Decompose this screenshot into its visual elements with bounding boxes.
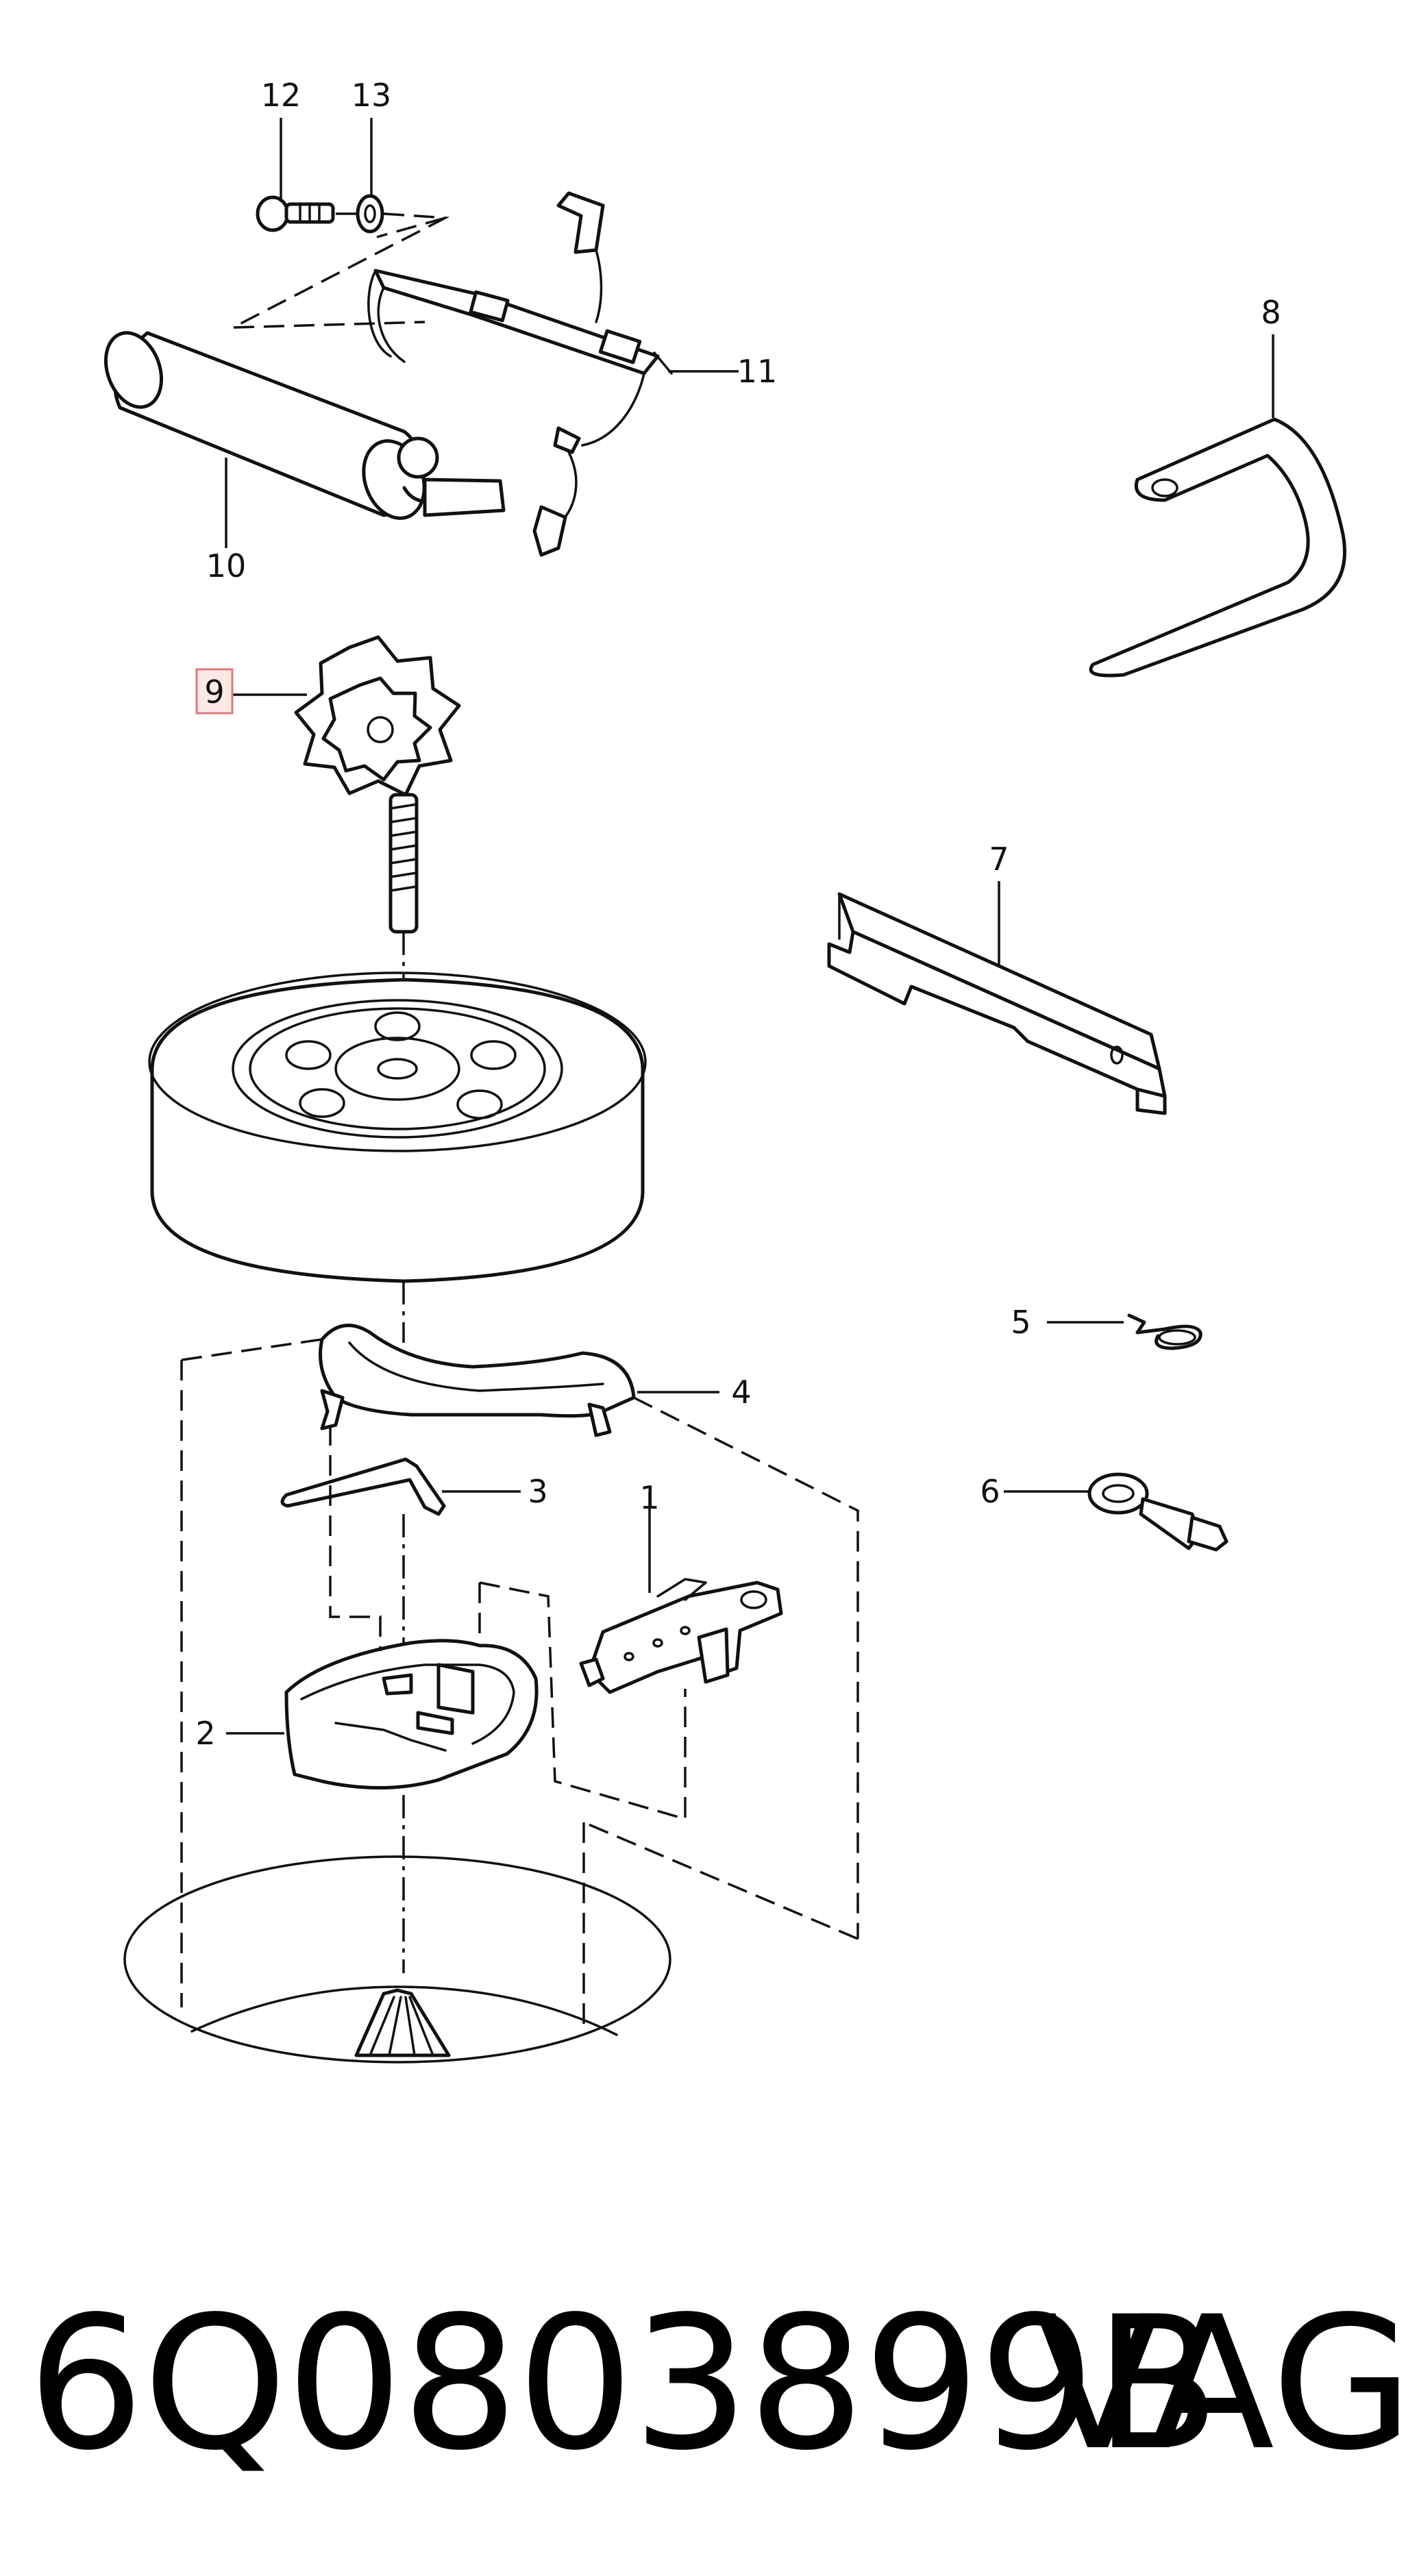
footer: 6Q0803899B VAG (0, 2281, 1419, 2487)
part-11-bracket (367, 191, 673, 557)
part-8-hook (1089, 417, 1346, 678)
part-2-tray (284, 1639, 539, 1789)
callout-12: 12 (261, 77, 301, 114)
callout-4: 4 (731, 1374, 751, 1411)
part-4-strap (319, 1324, 636, 1437)
callout-1: 1 (639, 1479, 659, 1516)
callout-9: 9 (204, 673, 224, 710)
callout-11: 11 (737, 353, 778, 390)
callout-8: 8 (1261, 294, 1281, 331)
part-9-knob-bolt (294, 635, 461, 934)
part-5-clip (1127, 1313, 1202, 1350)
callout-7: 7 (989, 841, 1009, 878)
part-3-wrench (280, 1457, 446, 1516)
brand-name: VAG (1035, 2277, 1414, 2491)
callout-10: 10 (206, 547, 247, 584)
callout-5: 5 (1011, 1304, 1031, 1341)
callout-13: 13 (351, 77, 392, 114)
part-13-washer (356, 194, 384, 234)
part-12-bolt (256, 195, 335, 232)
part-6-eye-bolt (1087, 1472, 1229, 1552)
part-1-jack (579, 1578, 783, 1694)
part-10-cylinder (103, 331, 506, 520)
callout-2: 2 (195, 1715, 215, 1752)
spare-wheel-well (123, 1855, 671, 2064)
part-number: 6Q0803899B (27, 2277, 1220, 2491)
part-7-rail (827, 892, 1167, 1115)
callout-3: 3 (528, 1473, 547, 1510)
spare-tire (148, 971, 647, 1283)
callout-6: 6 (980, 1473, 1000, 1510)
